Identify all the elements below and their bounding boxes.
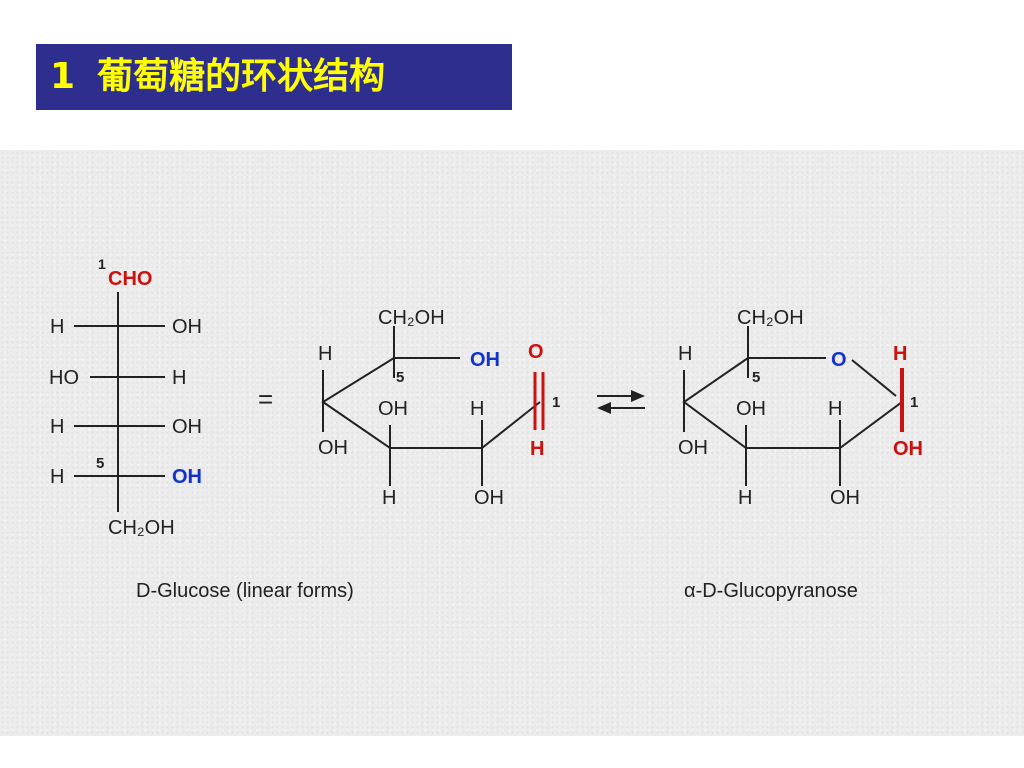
equals-sign: =: [258, 384, 273, 414]
open-ch2oh: CH₂OH: [378, 307, 445, 329]
glucose-structures-svg: 1 CHO H OH HO H H OH H 5 OH CH₂OH D-Gluc…: [49, 256, 923, 602]
o-c1-bond: [851, 359, 897, 397]
forward-arrow-head: [631, 390, 645, 402]
row4-left: H: [50, 466, 64, 488]
row2-right: H: [172, 367, 186, 389]
closed-c1-oh: OH: [893, 438, 923, 460]
fischer-projection: 1 CHO H OH HO H H OH H 5 OH CH₂OH D-Gluc…: [49, 256, 354, 602]
open-c3-h: H: [382, 487, 396, 509]
slide-title: 1 葡萄糖的环状结构: [36, 44, 512, 110]
open-chain-haworth: CH₂OH H 5 OH O 1 H OH H OH H OH: [318, 307, 560, 509]
closed-ch2oh: CH₂OH: [737, 307, 804, 329]
open-c1-o: O: [528, 341, 544, 363]
open-c5-oh: OH: [470, 349, 500, 371]
closed-c4-oh: OH: [678, 437, 708, 459]
closed-c5-h: H: [678, 343, 692, 365]
closed-c5-number: 5: [752, 369, 760, 386]
c1-number: 1: [98, 256, 106, 272]
row1-left: H: [50, 316, 64, 338]
open-c1-number: 1: [552, 394, 560, 411]
title-text: 葡萄糖的环状结构: [97, 56, 386, 97]
reverse-arrow-head: [597, 402, 611, 414]
open-c5-number: 5: [396, 369, 404, 386]
closed-c3-oh-top: OH: [736, 398, 766, 420]
closed-c1-number: 1: [910, 394, 918, 411]
closed-ring-haworth: CH₂OH H 5 O H 1 OH OH H OH H OH α-D-Gluc…: [678, 307, 923, 602]
equilibrium-arrows: [597, 390, 645, 414]
open-c2-h-top: H: [470, 398, 484, 420]
closed-c2-h-top: H: [828, 398, 842, 420]
row3-right: OH: [172, 416, 202, 438]
open-c3-oh-top: OH: [378, 398, 408, 420]
closed-c3-h: H: [738, 487, 752, 509]
linear-caption: D-Glucose (linear forms): [136, 580, 354, 602]
open-c5-h: H: [318, 343, 332, 365]
row1-right: OH: [172, 316, 202, 338]
open-c1-h: H: [530, 438, 544, 460]
closed-ring-bonds: [682, 357, 903, 449]
open-ring-bonds: [321, 357, 541, 449]
closed-c2-oh: OH: [830, 487, 860, 509]
open-c4-oh: OH: [318, 437, 348, 459]
row2-left: HO: [49, 367, 79, 389]
ch2oh-bottom: CH₂OH: [108, 517, 175, 539]
row4-right-oh: OH: [172, 466, 202, 488]
c5-number: 5: [96, 455, 104, 472]
ring-oxygen: O: [831, 349, 847, 371]
glucose-figure: 1 CHO H OH HO H H OH H 5 OH CH₂OH D-Gluc…: [0, 150, 1024, 736]
title-number: 1: [50, 56, 76, 97]
closed-caption: α-D-Glucopyranose: [684, 580, 858, 602]
cho-label: CHO: [108, 268, 152, 290]
closed-c1-h: H: [893, 343, 907, 365]
open-c2-oh: OH: [474, 487, 504, 509]
row3-left: H: [50, 416, 64, 438]
